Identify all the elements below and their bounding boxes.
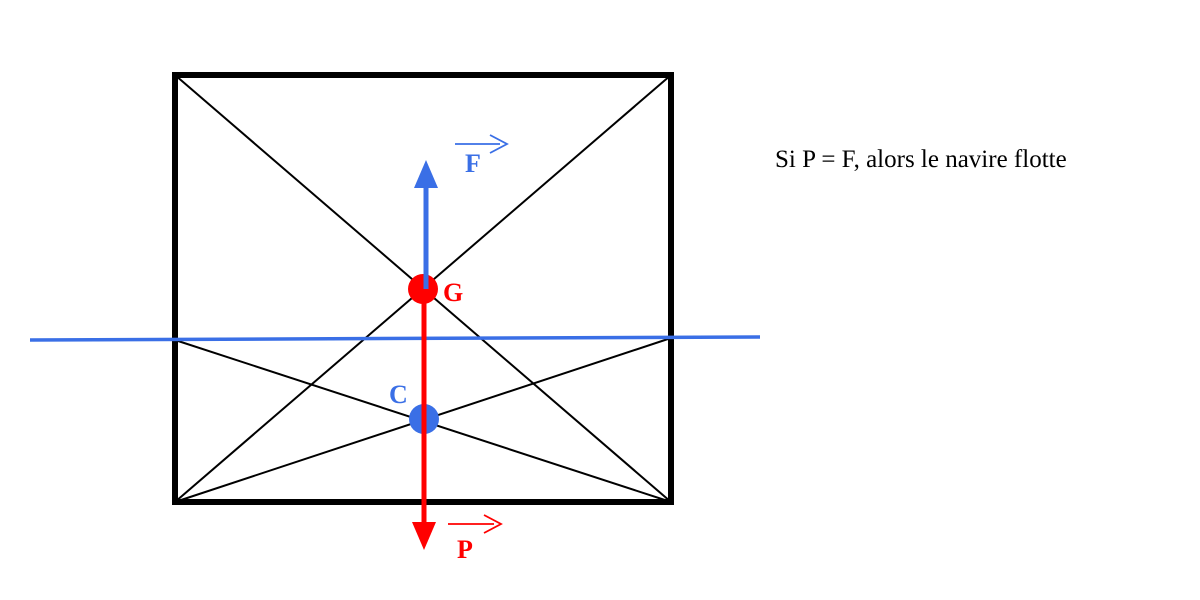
- waterline: [29, 335, 761, 342]
- caption-text: Si P = F, alors le navire flotte: [775, 146, 1067, 173]
- f-vector-head: [489, 134, 509, 154]
- label-f: F: [465, 149, 481, 178]
- weight-arrow-head: [412, 522, 436, 550]
- buoyancy-arrow-head: [414, 160, 438, 188]
- label-p: P: [457, 535, 473, 564]
- label-c: C: [389, 380, 408, 409]
- p-vector-head: [483, 514, 503, 534]
- label-g: G: [443, 278, 463, 307]
